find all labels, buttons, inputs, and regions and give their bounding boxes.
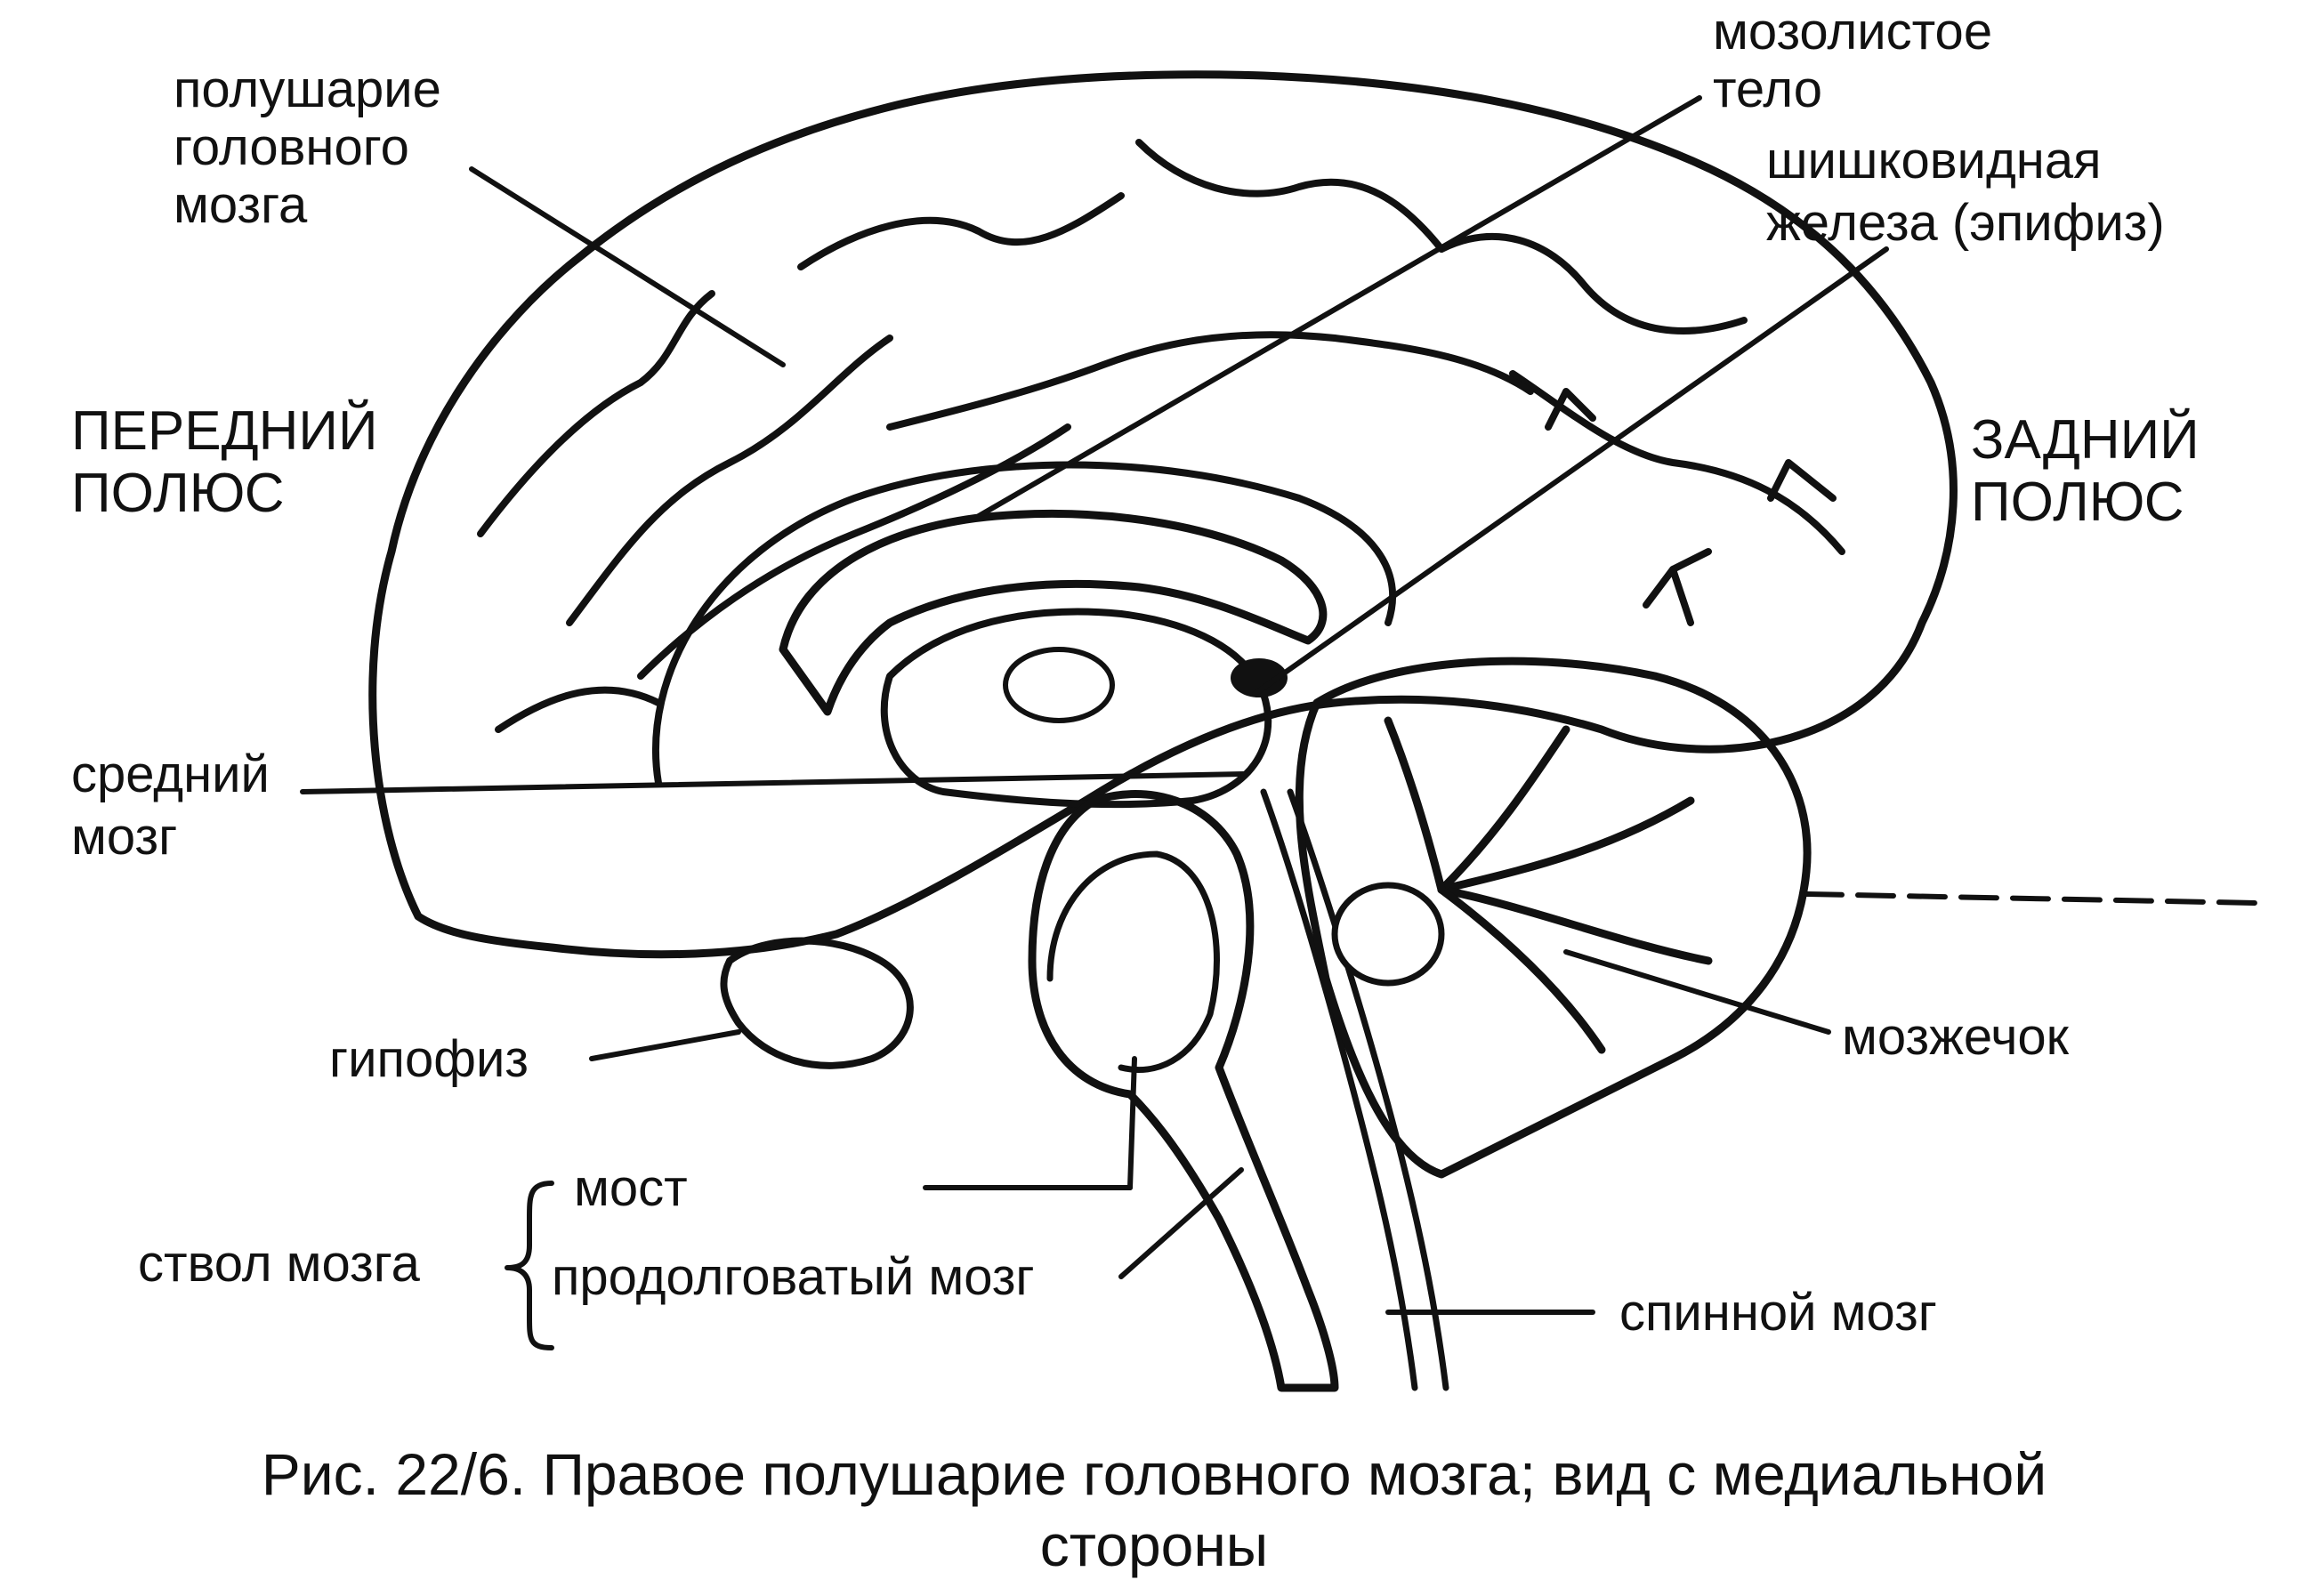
label-midbrain-1: средний	[71, 746, 270, 803]
label-pituitary: гипофиз	[329, 1030, 529, 1088]
label-brainstem: ствол мозга	[138, 1235, 421, 1293]
label-hemisphere-1: полушарие	[174, 60, 441, 118]
label-hemisphere-3: мозга	[174, 176, 308, 234]
label-spinal-cord: спинной мозг	[1619, 1284, 1937, 1342]
corpus-callosum	[779, 509, 1328, 716]
label-pineal-1: шишковидная	[1766, 132, 2102, 189]
hemisphere-outline	[368, 70, 1958, 959]
spinal-cord	[1260, 788, 1418, 1391]
label-pons: мост	[574, 1159, 688, 1217]
caption-line-2: стороны	[1040, 1512, 1269, 1578]
caption-line-1: Рис. 22/6. Правое полушарие головного мо…	[262, 1441, 2047, 1507]
pons	[1046, 850, 1220, 1073]
label-anterior-pole-2: ПОЛЮС	[71, 463, 285, 524]
label-pineal-2: железа (эпифиз)	[1766, 194, 2165, 252]
label-anterior-pole-1: ПЕРЕДНИЙ	[71, 399, 378, 462]
pituitary-gland	[720, 937, 914, 1069]
arbor-vitae	[1384, 716, 1713, 1054]
cerebellum-lobe	[1331, 882, 1445, 987]
brainstem	[1028, 790, 1339, 1392]
label-corpus-callosum-1: мозолистое	[1713, 3, 1992, 60]
pointer-lines	[300, 95, 2258, 1315]
pineal-gland	[1231, 658, 1288, 697]
label-cerebellum: мозжечок	[1842, 1008, 2070, 1066]
label-posterior-pole-2: ПОЛЮС	[1971, 472, 2184, 533]
label-medulla: продолговатый мозг	[552, 1248, 1035, 1306]
label-hemisphere-2: головного	[174, 118, 409, 176]
cerebellum	[1295, 657, 1812, 1179]
label-posterior-pole-1: ЗАДНИЙ	[1971, 408, 2200, 471]
cingulate-gyrus	[652, 461, 1396, 786]
thalamus-highlight	[1003, 647, 1115, 723]
brainstem-brace	[505, 1181, 554, 1350]
label-corpus-callosum-2: тело	[1713, 60, 1822, 118]
label-midbrain-2: мозг	[71, 808, 177, 866]
diencephalon	[880, 608, 1272, 809]
